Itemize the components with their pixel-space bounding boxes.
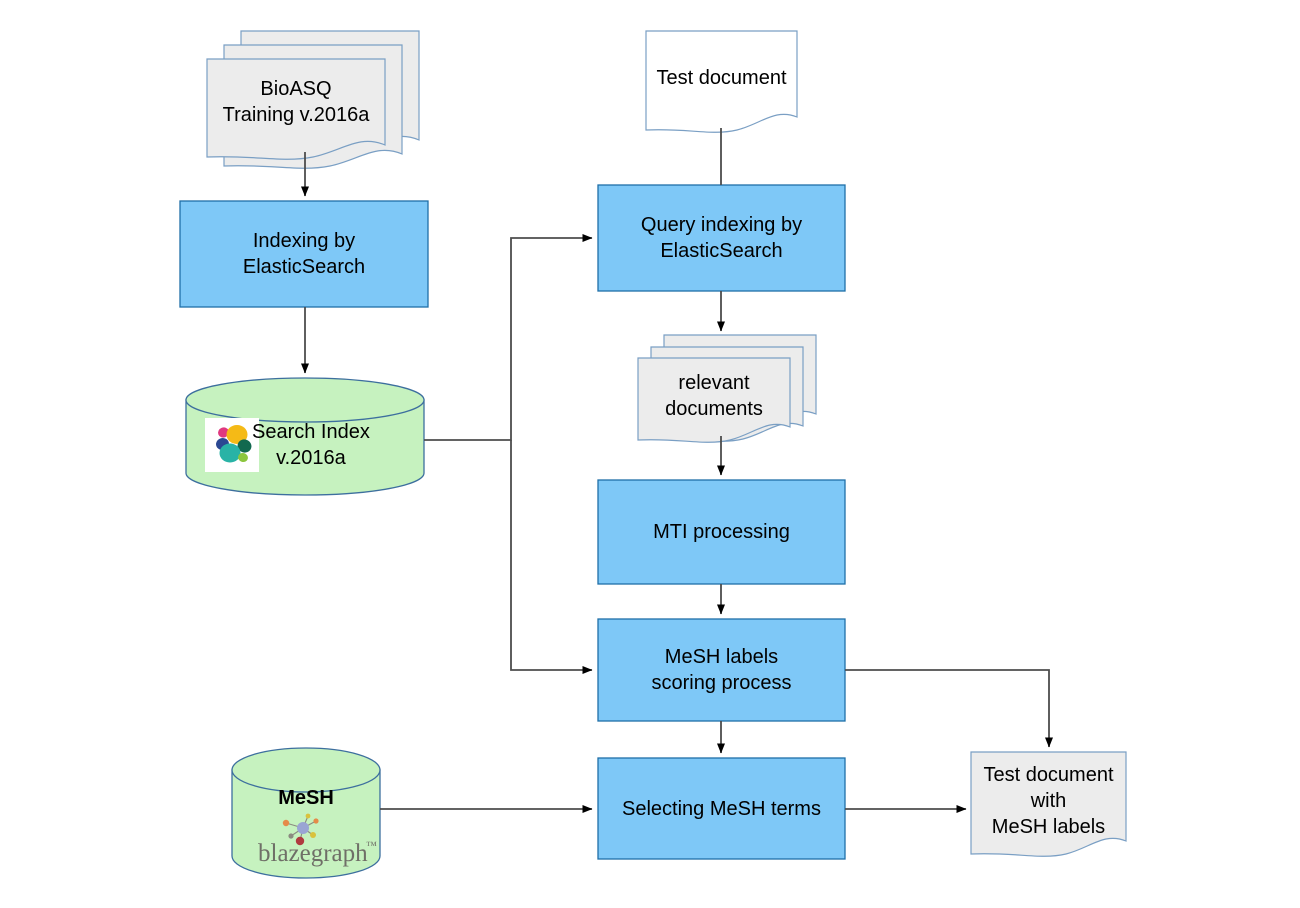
node-indexing-by-elasticsearch-rect[interactable] <box>179 200 429 308</box>
edge-mesh-scoring-to-output-document <box>845 669 1053 748</box>
node-relevant-documents[interactable] <box>637 334 817 443</box>
blazegraph-wordmark: blazegraph <box>258 840 368 867</box>
elasticsearch-logo <box>205 418 259 472</box>
edge-search-index-to-query-indexing <box>424 234 593 441</box>
node-bioasq-training[interactable] <box>206 30 420 169</box>
blazegraph-logo <box>278 812 330 846</box>
blazegraph-trademark: ™ <box>366 840 377 852</box>
node-test-document[interactable] <box>645 30 798 133</box>
node-mesh-scoring-rect[interactable] <box>597 618 846 722</box>
node-test-document-with-labels[interactable] <box>970 751 1127 857</box>
node-selecting-mesh-terms-rect[interactable] <box>597 757 846 860</box>
node-mti-processing-rect[interactable] <box>597 479 846 585</box>
edge-search-index-to-mesh-scoring <box>510 440 593 674</box>
node-query-indexing-rect[interactable] <box>597 184 846 292</box>
